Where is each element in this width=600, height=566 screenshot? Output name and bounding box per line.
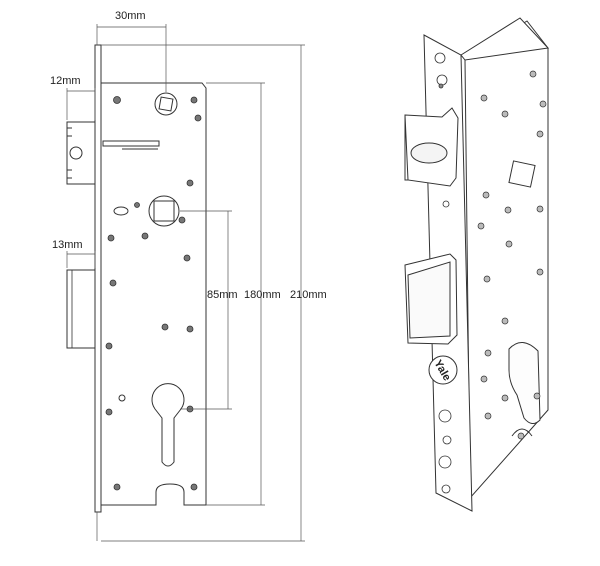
lock-case-body: [100, 82, 207, 506]
dimension-labels: 30mm 12mm 13mm 85mm 180mm 210mm: [50, 10, 327, 301]
faceplate-screws: [434, 52, 452, 494]
case-screws-3d: [477, 70, 547, 440]
case-top-face: [460, 17, 550, 61]
main-spindle-square: [153, 200, 175, 222]
elevation-drawing: [66, 44, 207, 513]
slot-hole: [113, 206, 129, 216]
slide-bar: [102, 140, 160, 147]
dim-label-210mm: 210mm: [290, 289, 327, 301]
spindle-square-3d: [508, 160, 536, 188]
deadbolt: [66, 269, 96, 349]
latch-bolt: [66, 121, 96, 185]
dim-label-30mm: 30mm: [115, 10, 146, 22]
main-hub: [148, 195, 180, 227]
dim-label-12mm: 12mm: [50, 75, 81, 87]
top-spindle-square: [158, 96, 174, 112]
cylinder-cutout-3d: [508, 342, 541, 424]
yale-logo: Yale: [428, 355, 458, 385]
cylinder-screw-hole: [118, 394, 126, 402]
dim-label-180mm: 180mm: [244, 289, 281, 301]
dimension-lines: [66, 24, 305, 542]
cylinder-cutout: [151, 383, 185, 467]
case-screw-holes: [105, 96, 202, 491]
case-side-face: [464, 20, 549, 500]
dim-label-85mm: 85mm: [207, 289, 238, 301]
latch-pivot: [69, 146, 83, 160]
perspective-drawing: [404, 17, 550, 512]
latch-teeth: [67, 127, 72, 179]
latch-face-recess: [410, 142, 448, 164]
faceplate-strip: [94, 44, 102, 513]
dim-label-13mm: 13mm: [52, 239, 83, 251]
bottom-notch: [511, 428, 533, 437]
top-hub: [154, 92, 178, 116]
